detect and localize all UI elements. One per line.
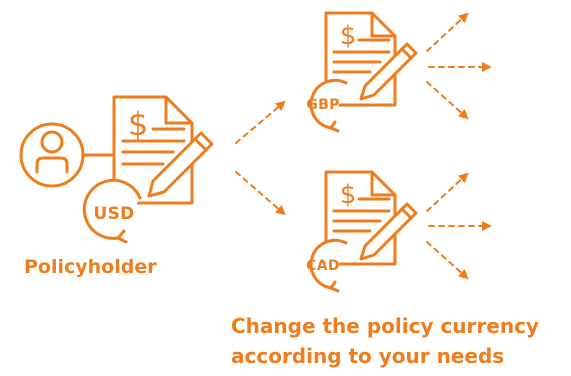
policyholder-label: Policyholder (24, 256, 157, 278)
currency-badge-gbp: GBP (306, 97, 340, 113)
pen-icon (359, 42, 418, 101)
caption-line-1: Change the policy currency (231, 314, 539, 338)
person-icon (19, 122, 85, 188)
dashed-arrow-icon (426, 172, 492, 280)
caption: Change the policy currency according to … (231, 311, 539, 371)
caption-line-2: according to your needs (231, 344, 505, 368)
cycle-arrow-icon (309, 78, 348, 133)
dollar-sign: $ (340, 180, 357, 210)
dashed-arrow-icon (426, 12, 492, 120)
dollar-sign: $ (128, 105, 148, 143)
dashed-arrow-icon (235, 100, 286, 216)
currency-badge-cad: CAD (306, 258, 340, 274)
pen-icon (359, 202, 418, 261)
currency-badge-usd: USD (93, 204, 135, 224)
cycle-arrow-icon (82, 178, 142, 244)
cycle-arrow-icon (309, 238, 348, 293)
pen-icon (147, 131, 214, 198)
dollar-sign: $ (340, 21, 357, 51)
